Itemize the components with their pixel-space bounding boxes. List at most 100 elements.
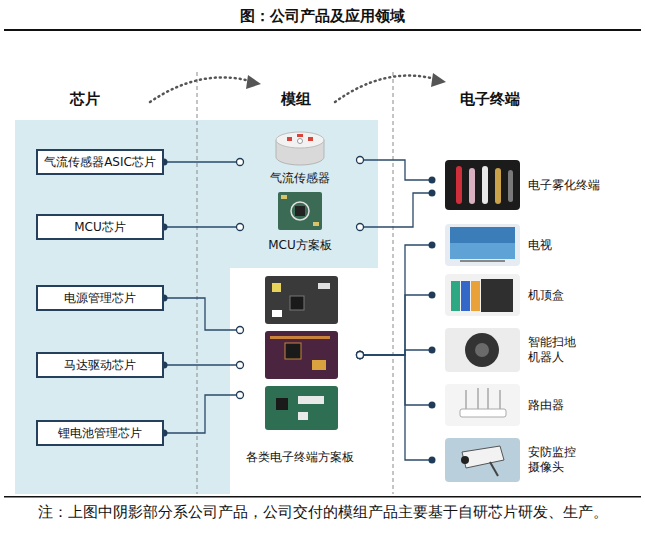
sensor-hole xyxy=(298,139,303,144)
terminal-name: 电视 xyxy=(528,238,632,253)
terminal-item: 安防监控 摄像头 xyxy=(432,436,632,484)
device xyxy=(456,166,462,204)
connector-ring xyxy=(357,352,364,359)
device xyxy=(495,168,501,204)
board-ring xyxy=(291,202,309,220)
screen xyxy=(450,243,515,259)
mcu-board-picture xyxy=(278,192,322,230)
module-item: 气流传感器 xyxy=(240,128,360,188)
box xyxy=(451,281,460,311)
tv-picture xyxy=(445,224,520,266)
connector-dot xyxy=(429,242,436,249)
picture-ground xyxy=(445,384,520,426)
connector-dot xyxy=(429,347,436,354)
sensor-mark xyxy=(297,134,303,137)
connector-line xyxy=(360,193,432,227)
device xyxy=(482,166,488,204)
chip-name: 气流传感器ASIC芯片 xyxy=(44,155,156,169)
screen xyxy=(450,227,515,259)
board-part xyxy=(272,283,281,292)
terminal-boards-picture xyxy=(265,276,338,430)
chip-name: 电源管理芯片 xyxy=(64,291,136,305)
antenna xyxy=(465,390,467,410)
terminal-item: 路由器 xyxy=(432,382,632,428)
connector-ring xyxy=(357,352,364,359)
chip-box: 电源管理芯片 xyxy=(36,285,164,311)
terminal-name: 电子雾化终端 xyxy=(528,178,632,193)
module-name: 气流传感器 xyxy=(240,171,360,185)
camera-body xyxy=(462,446,504,468)
chip-name: MCU芯片 xyxy=(74,220,126,234)
board-part xyxy=(276,398,288,410)
connector-line xyxy=(360,160,432,180)
terminal-item: 智能扫地 机器人 xyxy=(432,326,632,374)
connector-ring xyxy=(237,392,244,399)
connector-line xyxy=(164,364,240,365)
camera-lens xyxy=(461,456,469,464)
column-header: 芯片 xyxy=(70,90,100,109)
column-header: 电子终端 xyxy=(460,90,520,109)
terminal-item: 机顶盒 xyxy=(432,272,632,318)
terminal-item: 电子雾化终端 xyxy=(432,158,632,212)
device xyxy=(469,168,475,204)
connector-ring xyxy=(357,224,364,231)
board xyxy=(265,331,338,379)
diagram-title: 图：公司产品及应用领域 xyxy=(0,7,645,26)
antenna xyxy=(487,388,489,410)
connector-line xyxy=(164,395,240,433)
router-picture xyxy=(445,384,520,426)
connector-dot xyxy=(429,457,436,464)
robot-top xyxy=(475,343,489,357)
chip-box: 锂电池管理芯片 xyxy=(36,420,164,446)
picture-ground xyxy=(445,328,520,372)
chip-name: 锂电池管理芯片 xyxy=(58,426,142,440)
chip-name: 马达驱动芯片 xyxy=(64,358,136,372)
connector-ring xyxy=(357,352,364,359)
diagram-caption: 注：上图中阴影部分系公司产品，公司交付的模组产品主要基于自研芯片研发、生产。 xyxy=(0,503,645,522)
vaporizer-picture xyxy=(445,160,520,210)
connector-line xyxy=(164,226,240,227)
antenna xyxy=(499,390,501,410)
terminal-name: 机顶盒 xyxy=(528,288,632,303)
camera-mount xyxy=(490,462,498,476)
module-name: 各类电子终端方案板 xyxy=(240,450,360,464)
flow-arrow xyxy=(335,76,435,102)
chip-box: MCU芯片 xyxy=(36,214,164,240)
connector-ring xyxy=(237,362,244,369)
board-part xyxy=(270,336,330,339)
board-part xyxy=(285,343,301,359)
connector-line xyxy=(360,355,432,405)
box xyxy=(461,281,470,311)
board xyxy=(265,386,338,430)
flow-arrow-head xyxy=(431,73,446,87)
picture-ground xyxy=(445,438,520,482)
connector-dot xyxy=(429,402,436,409)
board-part xyxy=(272,310,282,317)
sensor-mark xyxy=(287,137,292,141)
board-part xyxy=(298,396,324,404)
chip-box: 气流传感器ASIC芯片 xyxy=(36,149,164,175)
connector-line xyxy=(360,245,432,355)
board-part xyxy=(290,296,304,310)
column-header: 模组 xyxy=(281,90,311,109)
module-item: MCU方案板 xyxy=(240,188,360,254)
connector-ring xyxy=(357,352,364,359)
sensor-mark xyxy=(308,137,313,141)
chip-part xyxy=(295,206,305,216)
column-divider xyxy=(393,72,394,494)
flow-arrow xyxy=(150,77,250,102)
board-part xyxy=(313,222,319,226)
sensor-top xyxy=(276,132,324,148)
picture-ground xyxy=(445,224,520,266)
set-top-box-picture xyxy=(445,274,520,316)
board-part xyxy=(318,283,330,289)
camera-picture xyxy=(445,438,520,482)
connector-dot xyxy=(429,190,436,197)
box xyxy=(481,279,513,312)
terminal-name: 安防监控 摄像头 xyxy=(528,445,584,475)
chip-box: 马达驱动芯片 xyxy=(36,352,164,378)
antenna xyxy=(477,388,479,410)
stand xyxy=(460,260,505,262)
flow-arrow-head xyxy=(246,75,261,89)
